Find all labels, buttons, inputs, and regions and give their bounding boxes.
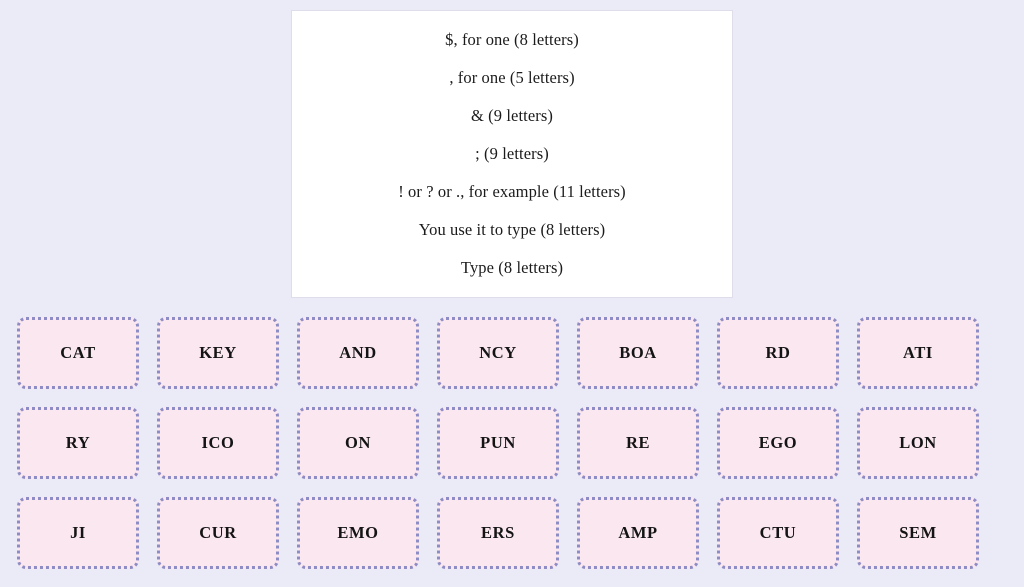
syllable-tile[interactable]: JI (17, 497, 139, 569)
syllable-tile[interactable]: ON (297, 407, 419, 479)
tile-row: CAT KEY AND NCY BOA RD ATI (17, 317, 1007, 389)
clue-panel: $, for one (8 letters) , for one (5 lett… (291, 10, 733, 298)
syllable-tile[interactable]: PUN (437, 407, 559, 479)
clue-line: You use it to type (8 letters) (418, 220, 606, 239)
syllable-tile[interactable]: RY (17, 407, 139, 479)
syllable-tile[interactable]: ICO (157, 407, 279, 479)
syllable-tile[interactable]: CAT (17, 317, 139, 389)
syllable-tile[interactable]: CUR (157, 497, 279, 569)
syllable-tile[interactable]: AMP (577, 497, 699, 569)
clue-line: & (9 letters) (471, 106, 553, 125)
syllable-tile[interactable]: KEY (157, 317, 279, 389)
syllable-tile[interactable]: ERS (437, 497, 559, 569)
clue-line: , for one (5 letters) (449, 68, 575, 87)
syllable-tile[interactable]: CTU (717, 497, 839, 569)
tile-row: RY ICO ON PUN RE EGO LON (17, 407, 1007, 479)
syllable-tile[interactable]: EMO (297, 497, 419, 569)
clue-line: $, for one (8 letters) (445, 30, 579, 49)
tile-grid: CAT KEY AND NCY BOA RD ATI RY ICO ON PUN… (17, 317, 1007, 569)
syllable-tile[interactable]: EGO (717, 407, 839, 479)
clue-line: ! or ? or ., for example (11 letters) (398, 182, 626, 201)
syllable-tile[interactable]: LON (857, 407, 979, 479)
syllable-tile[interactable]: SEM (857, 497, 979, 569)
clue-line: ; (9 letters) (475, 144, 549, 163)
syllable-tile[interactable]: NCY (437, 317, 559, 389)
tile-row: JI CUR EMO ERS AMP CTU SEM (17, 497, 1007, 569)
syllable-tile[interactable]: RD (717, 317, 839, 389)
clue-line: Type (8 letters) (460, 258, 564, 277)
syllable-tile[interactable]: AND (297, 317, 419, 389)
syllable-tile[interactable]: RE (577, 407, 699, 479)
syllable-tile[interactable]: BOA (577, 317, 699, 389)
syllable-tile[interactable]: ATI (857, 317, 979, 389)
